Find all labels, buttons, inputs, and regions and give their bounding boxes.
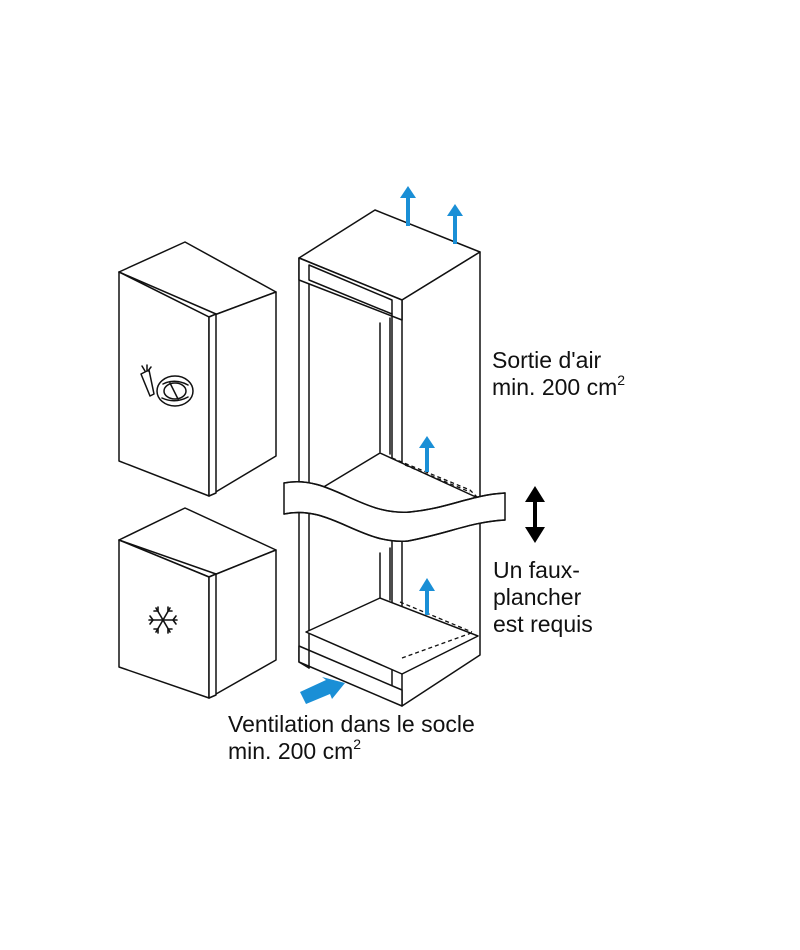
break-lines	[283, 481, 506, 542]
air-up-arrow-icon	[419, 578, 435, 615]
fridge-appliance	[118, 241, 277, 497]
air-out-arrow-icon	[400, 186, 416, 226]
air-out-arrow-icon	[447, 204, 463, 244]
double-vertical-arrow-icon	[525, 486, 545, 543]
air-outlet-title: Sortie d'air	[492, 347, 602, 373]
plinth-ventilation-title: Ventilation dans le socle	[228, 711, 475, 737]
cabinet-niche	[298, 209, 481, 707]
plinth-ventilation-label: Ventilation dans le socle min. 200 cm2	[228, 711, 475, 765]
cabbage-icon	[156, 375, 194, 407]
plinth-ventilation-min-area: min. 200 cm2	[228, 736, 362, 764]
bottom-floor-shelf	[305, 597, 479, 675]
airflow-arrows	[300, 186, 463, 704]
air-in-arrow-icon	[300, 677, 345, 704]
carrot-icon	[140, 364, 155, 397]
air-outlet-min-area: min. 200 cm2	[492, 372, 626, 400]
air-outlet-label: Sortie d'air min. 200 cm2	[492, 347, 625, 401]
air-up-arrow-icon	[419, 436, 435, 472]
false-floor-label: Un faux- plancher est requis	[493, 557, 593, 637]
freezer-appliance	[118, 507, 277, 699]
snowflake-icon	[148, 606, 178, 634]
